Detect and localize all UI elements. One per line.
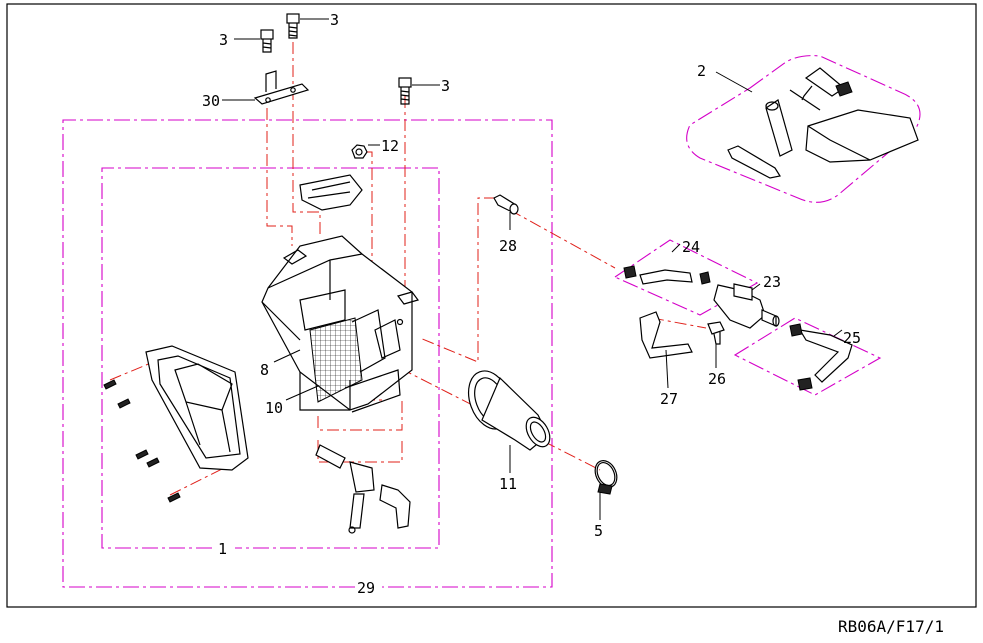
callout-8: 8: [260, 361, 269, 379]
callout-23: 23: [763, 273, 781, 291]
group-29-outline: [62, 119, 553, 588]
callout-27: 27: [660, 390, 678, 408]
clamp-5: [594, 460, 618, 495]
callout-29: 29: [357, 579, 375, 597]
callout-10: 10: [265, 399, 283, 417]
bolt-3-a: [260, 29, 274, 53]
callout-2: 2: [697, 62, 706, 80]
callout-11: 11: [499, 475, 517, 493]
callout-3a: 3: [219, 31, 228, 49]
callout-3b: 3: [330, 11, 339, 29]
fitting-28: [493, 194, 519, 215]
group-2-outline: [686, 55, 921, 203]
assembly-lines: [109, 42, 707, 496]
air-cleaner-cover: [145, 345, 249, 471]
diagram-code: RB06A/F17/1: [838, 617, 944, 636]
callout-28: 28: [499, 237, 517, 255]
hose-25: [789, 323, 853, 391]
drain-parts: [315, 444, 411, 534]
callout-25: 25: [843, 329, 861, 347]
bolt-3-b: [286, 13, 300, 39]
bracket-30: [253, 70, 310, 105]
callout-12: 12: [381, 137, 399, 155]
group-1-outline: [101, 167, 440, 549]
bracket-27: [639, 311, 693, 359]
callout-5: 5: [594, 522, 603, 540]
group-24-outline: [613, 239, 759, 316]
bolt-3-c: [398, 77, 412, 105]
diagram-frame: [6, 3, 977, 608]
callout-24: 24: [682, 238, 700, 256]
valve-23: [713, 283, 780, 329]
callout-3c: 3: [441, 77, 450, 95]
tool-kit-2: [727, 67, 919, 179]
callout-26: 26: [708, 370, 726, 388]
hose-24: [623, 265, 711, 285]
group-25-outline: [733, 317, 882, 396]
screw-26: [707, 321, 725, 345]
leader-lines: [222, 18, 843, 520]
intake-duct: [299, 174, 363, 211]
air-cleaner-case: [261, 235, 420, 413]
nut-12: [351, 144, 368, 159]
intake-boot-11: [467, 370, 551, 451]
callout-30: 30: [202, 92, 220, 110]
cover-screws: [103, 379, 181, 503]
callout-1: 1: [218, 540, 227, 558]
callout-labels: 3 3 3 30 12 2 28 24 23 25 26 27 8 10 11 …: [202, 11, 861, 597]
